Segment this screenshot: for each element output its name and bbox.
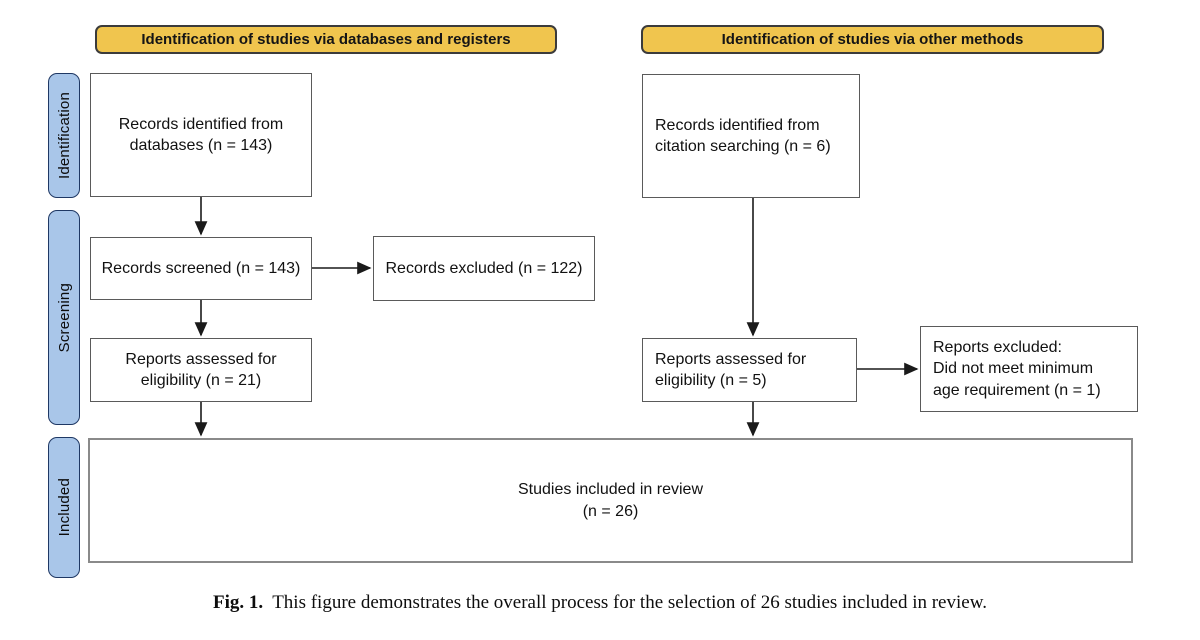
box-records-excluded: Records excluded (n = 122): [373, 236, 595, 301]
stage-label-identification-text: Identification: [55, 91, 73, 180]
box-reports-excluded-citation: Reports excluded: Did not meet minimum a…: [920, 326, 1138, 412]
stage-label-screening-text: Screening: [55, 282, 73, 353]
box-records-screened: Records screened (n = 143): [90, 237, 312, 300]
figure-caption: Fig. 1. This figure demonstrates the over…: [0, 592, 1200, 614]
stage-label-identification: Identification: [48, 73, 80, 198]
box-records-identified-databases: Records identified from databases (n = 1…: [90, 73, 312, 197]
box-reports-assessed-citation: Reports assessed for eligibility (n = 5): [642, 338, 857, 402]
figure-caption-text: This figure demonstrates the overall pro…: [272, 592, 987, 613]
banner-databases-registers: Identification of studies via databases …: [95, 25, 557, 54]
figure-caption-label: Fig. 1.: [213, 592, 264, 613]
stage-label-included: Included: [48, 437, 80, 578]
banner-other-methods: Identification of studies via other meth…: [641, 25, 1104, 54]
stage-label-included-text: Included: [55, 478, 73, 537]
box-reports-assessed-databases: Reports assessed for eligibility (n = 21…: [90, 338, 312, 402]
box-studies-included: Studies included in review (n = 26): [88, 438, 1133, 563]
stage-label-screening: Screening: [48, 210, 80, 425]
box-records-identified-citation: Records identified from citation searchi…: [642, 74, 860, 198]
